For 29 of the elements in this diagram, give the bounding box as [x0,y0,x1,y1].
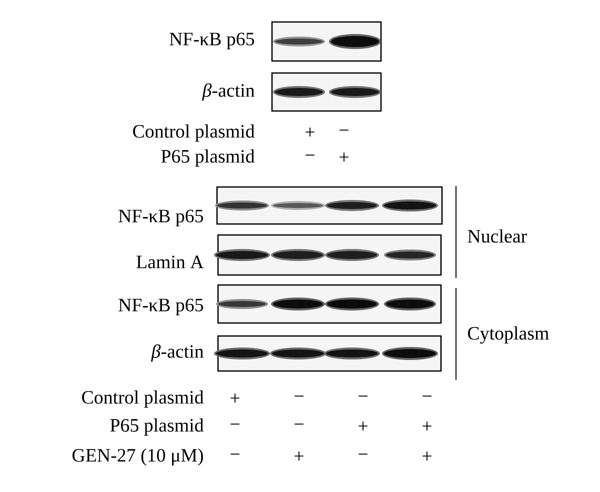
row-label: P65 plasmid [110,418,204,436]
treatment-sign: − [358,396,368,397]
protein-label: NF-κB p65 [118,210,204,226]
treatment-sign: + [422,452,432,460]
treatment-sign: − [230,424,240,425]
treatment-sign: + [294,452,304,460]
fraction-label: Cytoplasm [468,326,549,344]
treatment-sign: + [422,422,432,430]
treatment-sign: + [358,422,368,430]
protein-label: Lamin A [136,256,204,268]
treatment-sign: + [230,394,240,402]
row-label: P65 plasmid [161,149,255,167]
fraction-label: Nuclear [468,229,527,243]
row-label: Control plasmid [82,390,204,408]
treatment-sign: − [230,454,240,455]
treatment-sign: − [358,454,368,455]
protein-label: NF-κB p65 [118,298,204,316]
row-label: Control plasmid [133,124,255,142]
treatment-sign: − [422,396,432,397]
treatment-sign: + [306,128,314,136]
treatment-sign: − [294,424,304,425]
row-label: GEN-27 (10 μM) [72,448,203,466]
protein-label: β-actin [202,83,255,101]
treatment-sign: − [294,396,304,397]
treatment-sign: − [306,154,314,156]
treatment-sign: − [340,130,348,131]
treatment-sign: + [340,152,348,162]
protein-label: NF-κB p65 [170,32,254,50]
protein-label: β-actin [150,344,204,362]
